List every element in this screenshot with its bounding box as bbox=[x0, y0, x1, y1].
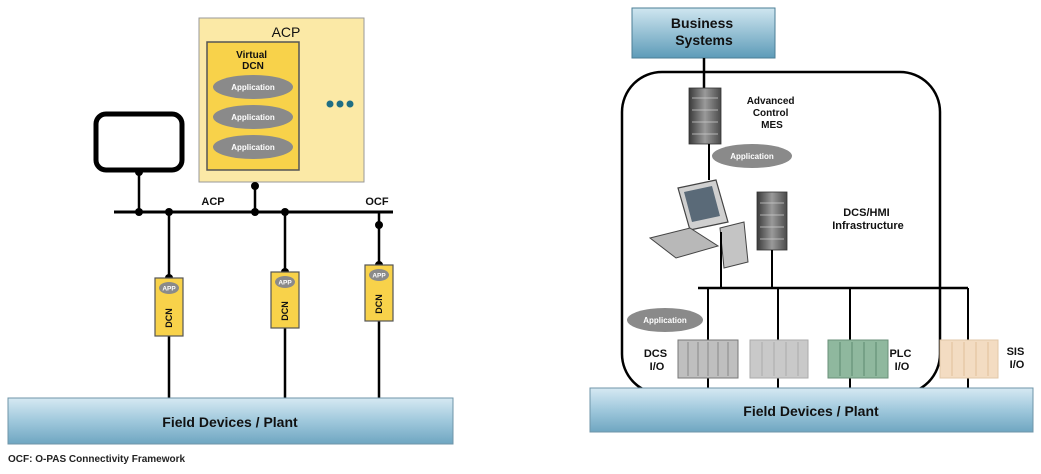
connector-dot bbox=[251, 182, 259, 190]
node-app-label: APP bbox=[162, 286, 176, 293]
node-dcn-label: DCN bbox=[374, 294, 384, 314]
bus-label-acp: ACP bbox=[201, 196, 224, 208]
application-label: Application bbox=[231, 83, 275, 92]
dcn-node: APP DCN bbox=[364, 212, 394, 398]
virtual-dcn-label: Virtual DCN bbox=[236, 50, 270, 72]
left-diagram: ACP Virtual DCN Application Application … bbox=[7, 17, 454, 445]
ellipsis-dots bbox=[326, 100, 354, 108]
tablet-icon bbox=[93, 111, 185, 173]
business-systems-label: Business Systems bbox=[671, 15, 737, 48]
connector-dot bbox=[135, 208, 143, 216]
right-diagram: Business Systems Advanced Control MES Ap… bbox=[589, 7, 1034, 433]
application-ellipse bbox=[712, 144, 792, 168]
bus-label-ocf: OCF bbox=[365, 196, 389, 208]
workstation-icon bbox=[648, 144, 749, 269]
acp-box-title: ACP bbox=[272, 24, 301, 40]
advanced-control-label: Advanced Control MES bbox=[747, 96, 798, 131]
connector-dot bbox=[251, 208, 259, 216]
field-devices-label: Field Devices / Plant bbox=[743, 403, 879, 419]
business-systems-box bbox=[631, 7, 776, 59]
sis-io-label: SIS I/O bbox=[1007, 346, 1028, 371]
virtual-dcn-line2: DCN bbox=[242, 61, 264, 72]
dcs-hmi-server-icon bbox=[756, 191, 788, 251]
advanced-control-server-icon bbox=[688, 87, 722, 145]
dcs-hmi-label: DCS/HMI Infrastructure bbox=[832, 207, 904, 232]
node-app-label: APP bbox=[278, 280, 292, 287]
plc-io-label: PLC I/O bbox=[889, 348, 914, 373]
footnote: OCF: O-PAS Connectivity Framework bbox=[8, 454, 186, 465]
application-ellipse bbox=[213, 105, 293, 129]
node-app-label: APP bbox=[372, 273, 386, 280]
node-dcn-label: DCN bbox=[164, 308, 174, 328]
field-devices-label: Field Devices / Plant bbox=[162, 414, 298, 430]
application-ellipse bbox=[213, 135, 293, 159]
sis-io-rack-icon bbox=[939, 339, 999, 379]
dcn-node: APP DCN bbox=[270, 208, 300, 398]
plc-io-rack-icon bbox=[827, 339, 889, 379]
application-ellipse bbox=[213, 75, 293, 99]
virtual-dcn-line1: Virtual bbox=[236, 50, 267, 61]
field-devices-bar bbox=[7, 397, 454, 445]
field-devices-bar bbox=[589, 387, 1034, 433]
dcn-node: APP DCN bbox=[154, 208, 184, 398]
application-ellipse bbox=[627, 308, 703, 332]
generic-io-rack-icon bbox=[749, 339, 809, 379]
connector-dot bbox=[135, 168, 143, 176]
application-label: Application bbox=[643, 316, 687, 325]
application-label: Application bbox=[730, 152, 774, 161]
node-dcn-label: DCN bbox=[280, 301, 290, 321]
dcs-io-label: DCS I/O bbox=[644, 348, 670, 373]
application-label: Application bbox=[231, 113, 275, 122]
application-label: Application bbox=[231, 143, 275, 152]
dcs-io-rack-icon bbox=[677, 339, 739, 379]
